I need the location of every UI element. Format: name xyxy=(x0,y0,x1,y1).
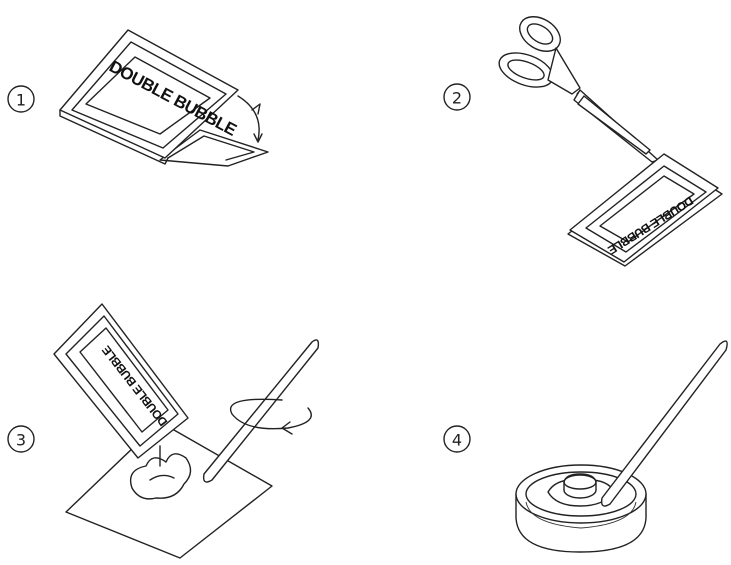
rotation-arrow-icon xyxy=(238,96,259,140)
step-3: 3 DOUBLE BUBBLE xyxy=(8,304,318,558)
svg-text:3: 3 xyxy=(16,431,26,450)
step-3-package-illustration: DOUBLE BUBBLE xyxy=(54,304,188,458)
step-4: 4 xyxy=(444,341,727,552)
step-1-marker: 1 xyxy=(8,86,34,112)
step-4-stick-icon xyxy=(602,341,727,506)
svg-text:2: 2 xyxy=(452,89,462,108)
scissors-icon xyxy=(495,10,658,162)
svg-text:4: 4 xyxy=(452,431,462,450)
step-2-package-illustration: DOUBLE BUBBLE xyxy=(568,154,722,266)
step-2-marker: 2 xyxy=(444,84,470,110)
svg-text:1: 1 xyxy=(16,91,26,110)
step-3-marker: 3 xyxy=(8,426,34,452)
step-1-package-illustration: DOUBLE BUBBLE xyxy=(60,30,268,166)
step-4-marker: 4 xyxy=(444,426,470,452)
step-1: 1 DOUBLE BUBBLE xyxy=(8,30,268,166)
step-2: 2 DOUBLE BUBBLE xyxy=(444,10,722,266)
stirring-stick-icon xyxy=(204,340,319,482)
